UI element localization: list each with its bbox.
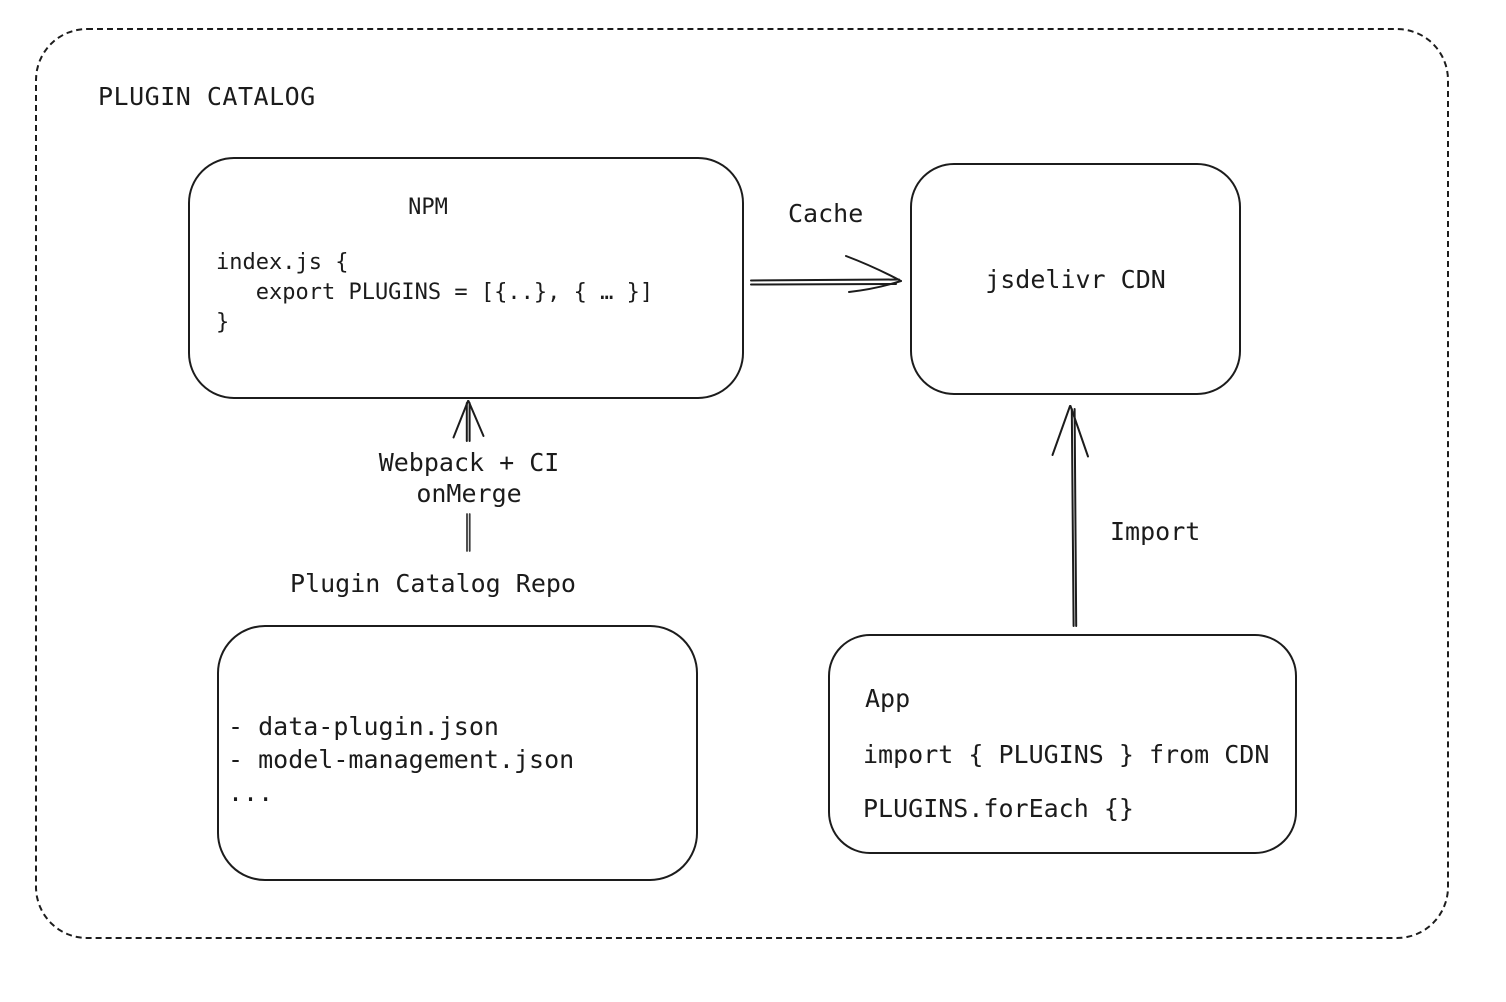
app-code-line: import { PLUGINS } from CDN: [863, 740, 1270, 769]
import-edge-label: Import: [1110, 517, 1201, 546]
npm-node: NPM index.js { export PLUGINS = [{..}, {…: [188, 157, 744, 399]
repo-file-item: ...: [228, 778, 274, 807]
cdn-node: jsdelivr CDN: [910, 163, 1241, 395]
npm-code-line: index.js {: [216, 250, 349, 275]
app-code-line: PLUGINS.forEach {}: [863, 794, 1134, 823]
cdn-node-label: jsdelivr CDN: [985, 264, 1166, 294]
build-edge-label-line2: onMerge: [416, 479, 522, 508]
plugin-catalog-frame: [35, 28, 1449, 939]
app-node: App import { PLUGINS } from CDN PLUGINS.…: [828, 634, 1297, 854]
build-edge-label: Webpack + CI onMerge: [379, 447, 560, 509]
repo-file-item: - data-plugin.json: [228, 712, 499, 741]
app-node-title: App: [865, 684, 911, 713]
npm-code-line: export PLUGINS = [{..}, { … }]: [216, 280, 654, 305]
diagram-title: PLUGIN CATALOG: [98, 82, 316, 111]
build-edge-label-line1: Webpack + CI: [378, 448, 560, 477]
repo-file-item: - model-management.json: [228, 745, 575, 774]
npm-code-block: index.js { export PLUGINS = [{..}, { … }…: [216, 248, 742, 338]
repo-node: - data-plugin.json - model-management.js…: [217, 625, 698, 881]
repo-node-heading: Plugin Catalog Repo: [290, 569, 576, 598]
npm-node-title: NPM: [408, 195, 448, 220]
npm-code-line: }: [216, 310, 230, 335]
repo-file-list: - data-plugin.json - model-management.js…: [228, 710, 696, 809]
cache-edge-label: Cache: [788, 199, 864, 228]
